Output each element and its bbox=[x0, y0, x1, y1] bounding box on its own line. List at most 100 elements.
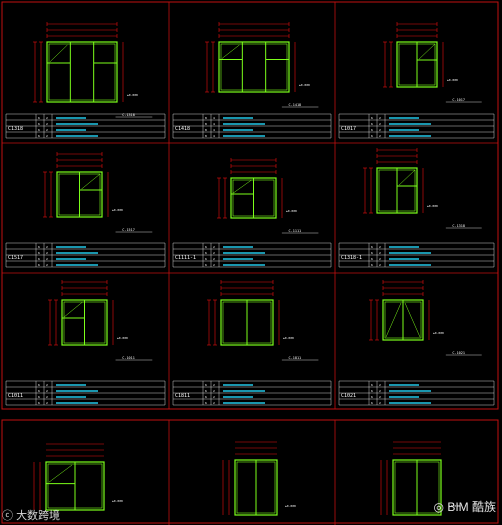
level-mark: ±0.000 bbox=[449, 504, 460, 508]
window-frame bbox=[218, 41, 290, 93]
opening-mark bbox=[418, 43, 436, 60]
table-cell: 8 bbox=[205, 134, 207, 138]
window-title-mark: C-1318 bbox=[122, 113, 135, 117]
window-tag: C1011 bbox=[8, 393, 23, 399]
table-cell: 2 bbox=[379, 128, 381, 132]
table-cell: 2 bbox=[213, 257, 215, 261]
wechat-icon: ◎ bbox=[433, 500, 444, 514]
table-cell: 2 bbox=[379, 122, 381, 126]
table-cell: 2 bbox=[46, 263, 48, 267]
table-cell: 2 bbox=[46, 389, 48, 393]
table-cell: 6 bbox=[38, 257, 40, 261]
sheet-2-frame bbox=[1, 419, 499, 524]
opening-mark bbox=[48, 464, 73, 483]
table-cell: 6 bbox=[371, 263, 373, 267]
table-cell: 2 bbox=[213, 383, 215, 387]
table-cell: 4 bbox=[213, 122, 215, 126]
window-title-mark: C-1011 bbox=[122, 356, 135, 360]
table-cell: 6 bbox=[205, 401, 207, 405]
sheet-1-frame bbox=[1, 1, 499, 410]
table-cell: 2 bbox=[46, 122, 48, 126]
table-cell: 6 bbox=[38, 401, 40, 405]
opening-mark bbox=[81, 173, 101, 190]
level-mark: ±0.000 bbox=[286, 209, 297, 213]
table-cell: 2 bbox=[213, 245, 215, 249]
table-cell: 6 bbox=[371, 128, 373, 132]
window-inner-frame bbox=[48, 43, 116, 101]
table-cell: 2 bbox=[379, 401, 381, 405]
table-cell: 4 bbox=[213, 116, 215, 120]
table-cell: 2 bbox=[46, 128, 48, 132]
opening-mark bbox=[232, 179, 252, 194]
opening-mark bbox=[63, 301, 83, 318]
window-tag: C1318-1 bbox=[341, 255, 362, 261]
table-cell: 6 bbox=[38, 245, 40, 249]
table-cell: 6 bbox=[371, 122, 373, 126]
level-mark: ±0.000 bbox=[127, 93, 138, 97]
level-mark: ±0.000 bbox=[283, 336, 294, 340]
level-mark: ±0.000 bbox=[427, 204, 438, 208]
level-mark: ±0.000 bbox=[112, 208, 123, 212]
table-cell: 6 bbox=[205, 395, 207, 399]
table-cell: 6 bbox=[371, 116, 373, 120]
table-cell: 2 bbox=[379, 251, 381, 255]
window-title-mark: C-1418 bbox=[289, 103, 302, 107]
table-cell: 6 bbox=[371, 134, 373, 138]
table-cell: 6 bbox=[371, 395, 373, 399]
table-cell: 6 bbox=[38, 128, 40, 132]
table-cell: 2 bbox=[379, 245, 381, 249]
table-cell: 8 bbox=[205, 116, 207, 120]
window-tag: C1418 bbox=[175, 126, 190, 132]
table-cell: 6 bbox=[38, 134, 40, 138]
level-mark: ±0.000 bbox=[433, 331, 444, 335]
table-cell: 6 bbox=[38, 263, 40, 267]
level-mark: ±0.000 bbox=[112, 499, 123, 503]
level-mark: ±0.000 bbox=[117, 336, 128, 340]
table-cell: 2 bbox=[213, 401, 215, 405]
table-cell: 6 bbox=[205, 383, 207, 387]
watermark-right: ◎ BIM 酷族 bbox=[433, 500, 497, 514]
table-cell: 2 bbox=[379, 134, 381, 138]
table-cell: 2 bbox=[213, 263, 215, 267]
window-tag: C1021 bbox=[341, 393, 356, 399]
table-cell: 6 bbox=[38, 395, 40, 399]
table-cell: 6 bbox=[205, 245, 207, 249]
table-cell: 2 bbox=[213, 251, 215, 255]
table-cell: 2 bbox=[46, 251, 48, 255]
table-cell: 2 bbox=[46, 401, 48, 405]
window-title-mark: C-1111 bbox=[289, 229, 302, 233]
table-cell: 2 bbox=[46, 395, 48, 399]
table-cell: 2 bbox=[379, 395, 381, 399]
table-cell: 2 bbox=[379, 389, 381, 393]
level-mark: ±0.000 bbox=[299, 83, 310, 87]
watermark-left: ⓒ 大数跨境 bbox=[2, 510, 61, 522]
table-cell: 2 bbox=[213, 389, 215, 393]
window-title-mark: C-1811 bbox=[289, 356, 302, 360]
table-cell: 4 bbox=[213, 128, 215, 132]
table-cell: 6 bbox=[371, 389, 373, 393]
window-frame bbox=[46, 41, 118, 103]
opening-mark bbox=[221, 44, 240, 59]
table-cell: 6 bbox=[205, 263, 207, 267]
window-title-mark: C-1318 bbox=[452, 224, 465, 228]
table-cell: 2 bbox=[379, 257, 381, 261]
window-inner-frame bbox=[220, 43, 288, 91]
table-cell: 6 bbox=[205, 251, 207, 255]
level-mark: ±0.000 bbox=[447, 78, 458, 82]
table-cell: 2 bbox=[46, 116, 48, 120]
table-cell: 6 bbox=[38, 383, 40, 387]
table-cell: 6 bbox=[38, 251, 40, 255]
opening-mark bbox=[398, 169, 416, 186]
window-title-mark: C-1021 bbox=[452, 351, 465, 355]
window-tag: C1017 bbox=[341, 126, 356, 132]
table-cell: 6 bbox=[205, 257, 207, 261]
level-mark: ±0.000 bbox=[285, 504, 296, 508]
window-title-mark: C-1017 bbox=[452, 98, 465, 102]
window-title-mark: C-1517 bbox=[122, 228, 135, 232]
opening-mark bbox=[49, 44, 68, 62]
window-tag: C1517 bbox=[8, 255, 23, 261]
table-cell: 6 bbox=[38, 122, 40, 126]
table-cell: 4 bbox=[213, 134, 215, 138]
table-cell: 6 bbox=[371, 383, 373, 387]
